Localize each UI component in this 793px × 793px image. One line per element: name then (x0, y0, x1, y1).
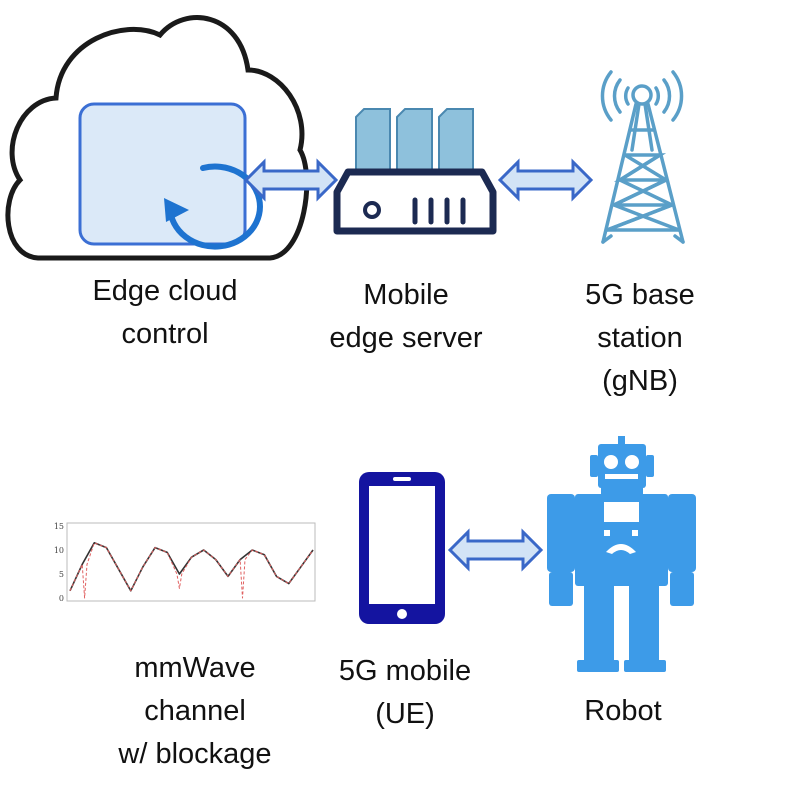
double-arrow-phone-robot (447, 528, 544, 572)
double-arrow-server-tower (497, 158, 594, 202)
plot-ytick-label: 10 (54, 546, 64, 555)
robot-label: Robot (540, 690, 706, 733)
double-arrow-cloud-server (243, 158, 339, 202)
mobile-edge-server-label: Mobile edge server (306, 274, 506, 360)
robot-icon (547, 436, 696, 672)
base-station-label: 5G base station (gNB) (545, 274, 735, 403)
mobile-edge-server-label-line-1: Mobile (363, 279, 449, 311)
mobile-ue-label-line-2: (UE) (375, 698, 435, 730)
base-station-label-line-3: (gNB) (602, 365, 678, 397)
mobile-edge-server-label-line-2: edge server (329, 322, 483, 354)
base-station-label-line-2: station (597, 322, 683, 354)
plot-series-line-2 (69, 542, 314, 599)
base-station-label-line-1: 5G base (585, 279, 695, 311)
control-panel (78, 102, 247, 246)
mmwave-channel-label: mmWave channel w/ blockage (90, 647, 300, 776)
mmwave-channel-plot: 15 10 5 0 (54, 522, 316, 603)
edge-cloud-label: Edge cloud control (70, 270, 260, 356)
plot-ytick-label: 15 (54, 522, 64, 531)
mmwave-channel-label-line-1: mmWave (134, 652, 256, 684)
mobile-ue-label-line-1: 5G mobile (338, 655, 472, 687)
mmwave-channel-label-line-3: w/ blockage (118, 738, 272, 770)
plot-ytick-label: 0 (59, 594, 64, 603)
cell-tower-icon (600, 70, 685, 244)
plot-ytick-label: 5 (59, 570, 64, 579)
mmwave-channel-label-line-2: channel (144, 695, 246, 727)
mobile-ue-label: 5G mobile (UE) (310, 650, 500, 736)
smartphone-icon (359, 472, 445, 624)
refresh-icon (164, 163, 263, 250)
server-icon (333, 108, 497, 235)
edge-cloud-label-line-1: Edge cloud (92, 275, 238, 307)
edge-cloud-label-line-2: control (121, 318, 209, 350)
robot-label-line-1: Robot (584, 695, 662, 727)
